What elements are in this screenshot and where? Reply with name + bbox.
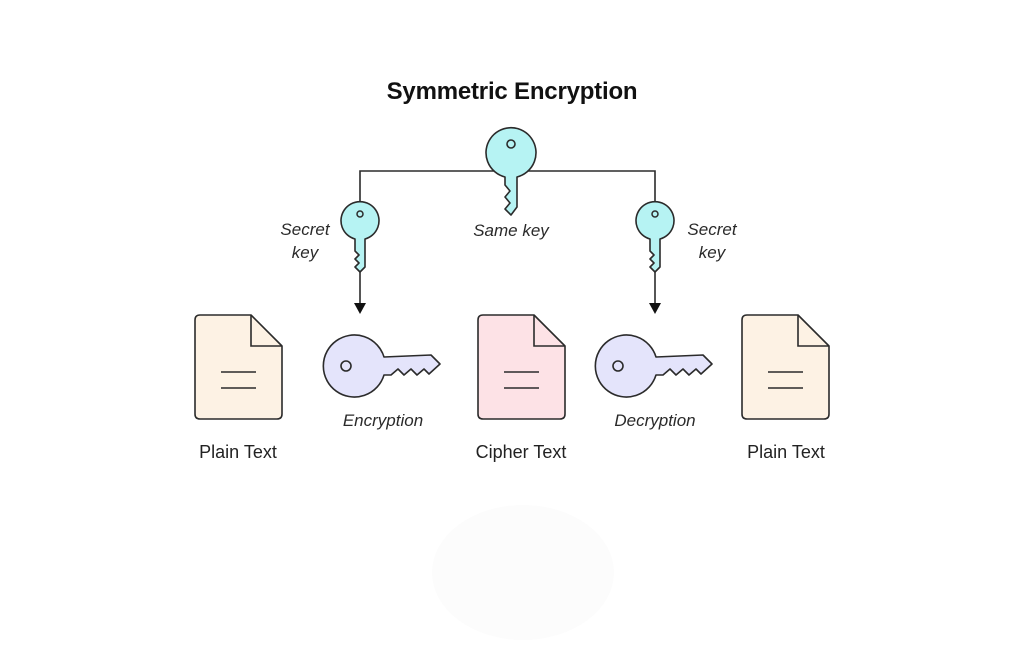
- encryption-key-icon: [322, 334, 441, 398]
- document-fold: [797, 315, 829, 347]
- secret-key-left-icon: [340, 200, 380, 273]
- document-label-cipher: Cipher Text: [475, 442, 567, 462]
- decryption-key-icon: [594, 334, 713, 398]
- secret-key-right-icon: [635, 200, 675, 273]
- document-icon-plain-0: [194, 314, 283, 420]
- document-icon-plain-2: [741, 314, 830, 420]
- document-body: [741, 314, 830, 420]
- shared-key-icon: [485, 127, 537, 216]
- secret-key-left-label-line1: Secret: [280, 220, 330, 239]
- document-label-plain-left: Plain Text: [199, 442, 277, 462]
- document-body: [194, 314, 283, 420]
- encryption-label: Encryption: [342, 411, 424, 430]
- arrow-head-left: [354, 303, 366, 314]
- diagram-title: Symmetric Encryption: [386, 78, 638, 105]
- document-label-plain-right: Plain Text: [747, 442, 825, 462]
- document-body: [477, 314, 566, 420]
- same-key-label: Same key: [473, 221, 549, 240]
- document-fold: [533, 315, 565, 347]
- document-icon-cipher-1: [477, 314, 566, 420]
- decryption-label: Decryption: [614, 411, 696, 430]
- arrow-head-right: [649, 303, 661, 314]
- secret-key-right-label-line2: key: [698, 243, 726, 262]
- background-blob: [432, 505, 614, 640]
- secret-key-left-label: Secret key: [268, 218, 342, 264]
- secret-key-right-label-line1: Secret: [687, 220, 737, 239]
- secret-key-left-label-line2: key: [291, 243, 319, 262]
- secret-key-right-label: Secret key: [675, 218, 749, 264]
- document-fold: [250, 315, 282, 347]
